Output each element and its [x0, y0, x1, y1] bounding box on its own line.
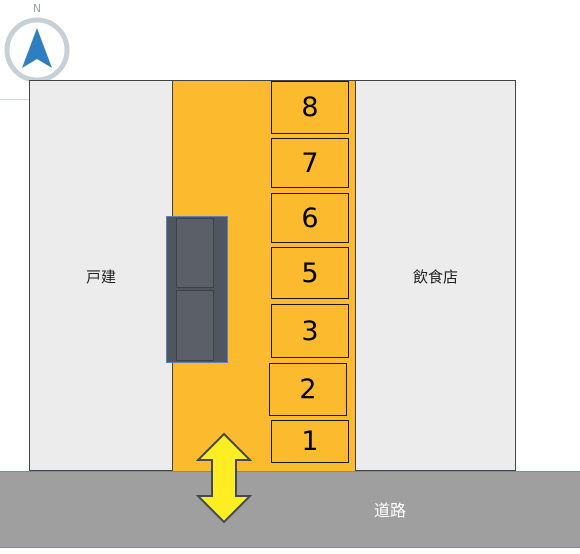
parked-vehicle-lower	[176, 290, 214, 361]
road-label: 道路	[373, 501, 406, 520]
parked-vehicle-upper	[176, 218, 214, 288]
parking-space-5: 5	[271, 247, 349, 299]
house-label: 戸建	[85, 268, 116, 286]
restaurant-building	[355, 80, 516, 471]
double-arrow-icon	[195, 432, 253, 524]
road	[0, 471, 580, 548]
restaurant-label: 飲食店	[412, 268, 458, 286]
compass-north-label: N	[32, 2, 42, 15]
north-arrow-icon	[3, 16, 71, 84]
parking-space-6: 6	[271, 193, 349, 243]
parking-space-2: 2	[269, 363, 347, 416]
parking-space-7: 7	[271, 138, 349, 188]
parking-space-1: 1	[271, 420, 349, 463]
parking-space-3: 3	[271, 304, 349, 358]
parking-space-8: 8	[271, 81, 349, 134]
house-building	[29, 80, 173, 471]
